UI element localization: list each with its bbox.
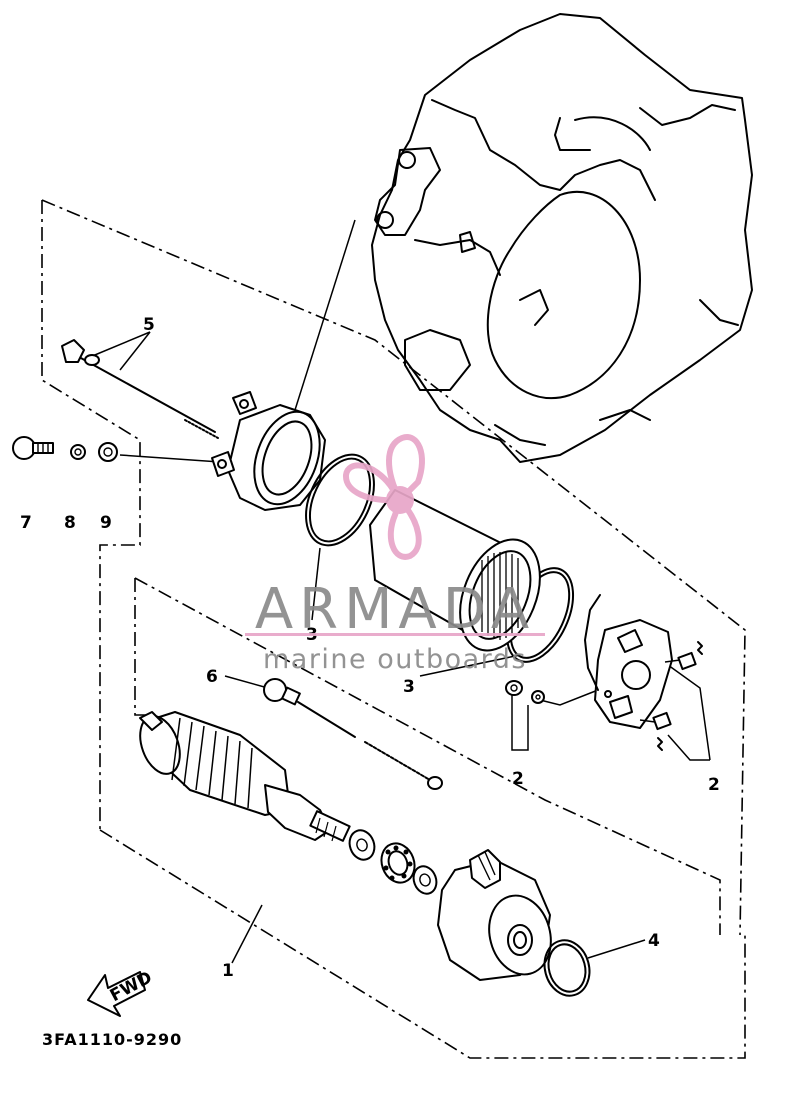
watermark-brand: ARMADA (255, 577, 535, 642)
armada-watermark: ARMADA marine outboards (245, 434, 545, 675)
through-bolt (61, 339, 219, 439)
assembly-boundary-upper (41, 199, 746, 936)
assembly-boundary-lower (99, 577, 746, 1059)
plain-washer (98, 442, 118, 462)
watermark-tagline: marine outboards (263, 644, 527, 675)
leader-lines (89, 219, 711, 964)
mounting-bolt (12, 436, 54, 460)
terminal-bolt (263, 678, 443, 790)
callout-5: 5 (143, 315, 155, 335)
callout-9: 9 (100, 513, 112, 533)
propeller-logo-icon (343, 434, 425, 560)
armature (139, 711, 351, 842)
watermark-divider (245, 633, 545, 636)
diagram-code: 3FA1110-9290 (42, 1030, 182, 1049)
callout-4: 4 (648, 931, 660, 951)
brush (639, 641, 703, 751)
fwd-label: FWD (107, 968, 156, 1007)
callout-3-rear: 3 (403, 677, 415, 697)
callout-2-brushes: 2 (708, 775, 720, 795)
shaft-washer (348, 829, 376, 861)
fwd-arrow: FWD (87, 968, 156, 1017)
lock-washer (70, 444, 86, 460)
crankcase-outline (371, 13, 753, 463)
callout-1: 1 (222, 961, 234, 981)
o-ring-front (305, 453, 375, 547)
front-cover (211, 391, 326, 511)
brush-screw-set (505, 680, 545, 704)
callout-6: 6 (206, 667, 218, 687)
callout-2-screws: 2 (512, 769, 524, 789)
yoke-housing (369, 489, 541, 652)
callout-8: 8 (64, 513, 76, 533)
bearing-washer (412, 865, 438, 895)
brush-holder (584, 594, 673, 729)
callout-7: 7 (20, 513, 32, 533)
rear-cover (437, 849, 552, 981)
rear-o-ring (543, 939, 591, 997)
bearing (380, 842, 416, 884)
